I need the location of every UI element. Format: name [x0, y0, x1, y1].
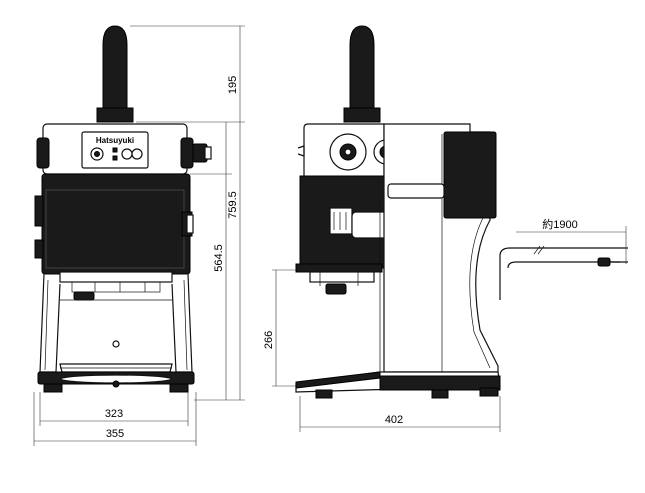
frame-front: [39, 273, 193, 373]
ice-tower-front: [96, 25, 134, 123]
brand-label: Hatsuyuki: [96, 136, 134, 145]
blade-assembly-front: [59, 271, 173, 301]
base-side: [295, 371, 501, 399]
head-side: [297, 123, 399, 179]
dim-clearance-height: 266: [263, 331, 275, 349]
dim-outer-width: 355: [106, 428, 124, 440]
dim-cord-length: 約1900: [542, 217, 577, 231]
tray-base-front: [37, 363, 195, 393]
side-dimensions: 266 402 約1900: [263, 217, 627, 432]
front-view: Hatsuyuki: [34, 25, 212, 393]
ice-tower-side: [343, 25, 381, 123]
dim-inner-width: 323: [105, 408, 123, 420]
front-dimensions: 195 759.5 564.5 323 355: [33, 25, 245, 446]
blade-assembly-side: [295, 263, 383, 295]
back-housing-side: [379, 123, 499, 373]
power-cord: [499, 245, 628, 300]
dim-total-height: 759.5: [227, 191, 239, 219]
body-front: [34, 173, 194, 275]
dim-body-height: 564.5: [213, 244, 225, 272]
dim-depth: 402: [385, 414, 403, 426]
side-view: [295, 25, 628, 399]
head-front: Hatsuyuki: [36, 123, 212, 175]
dim-tower-height: 195: [227, 76, 239, 94]
